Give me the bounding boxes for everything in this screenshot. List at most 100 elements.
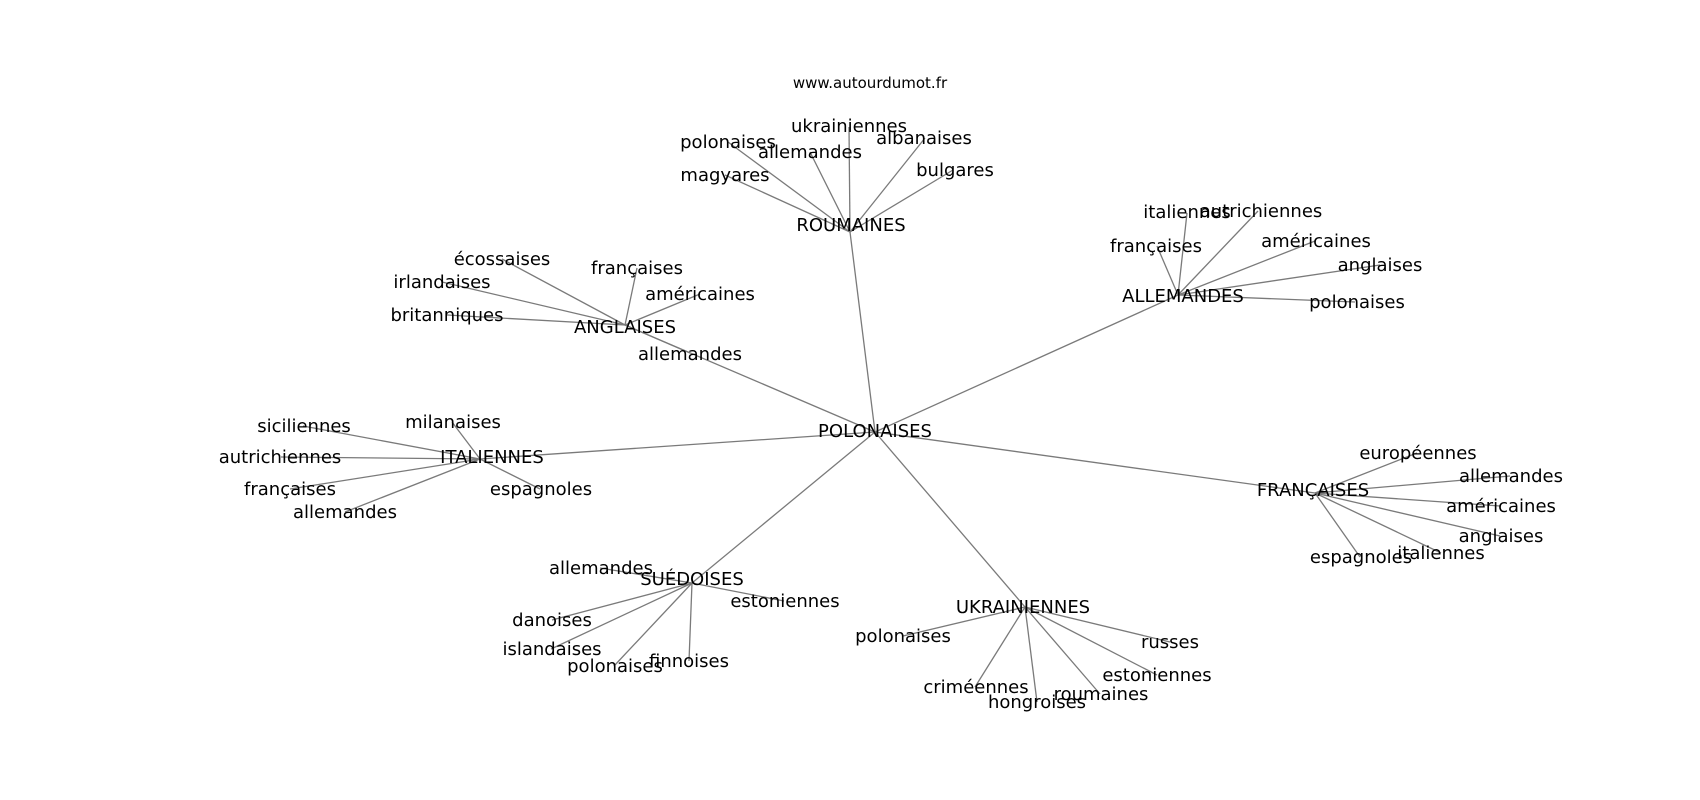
- leaf-node-ukrainiennes-4: hongroises: [988, 692, 1086, 713]
- edge-roumaines-leaf-1: [809, 151, 851, 233]
- leaf-node-italiennes-0: siciliennes: [257, 416, 351, 437]
- edge-center-italiennes: [479, 431, 876, 460]
- watermark: www.autourdumot.fr: [793, 74, 948, 92]
- leaf-node-anglaises-2: britanniques: [390, 305, 503, 326]
- edge-allemandes-leaf-1: [1177, 210, 1259, 296]
- leaf-node-francaises-4: italiennes: [1397, 543, 1484, 564]
- edge-allemandes-leaf-2: [1156, 245, 1179, 296]
- edge-francaises-leaf-2: [1314, 492, 1501, 507]
- leaf-node-roumaines-3: albanaises: [876, 128, 972, 149]
- edge-suedoises-leaf-2: [551, 582, 693, 621]
- leaf-node-suedoises-1: estoniennes: [730, 591, 839, 612]
- hub-node-suedoises: SUÉDOISES: [640, 568, 744, 590]
- edge-francaises-leaf-4: [1314, 492, 1442, 554]
- leaf-node-anglaises-1: irlandaises: [393, 272, 490, 293]
- edge-francaises-leaf-0: [1314, 452, 1418, 494]
- leaf-node-francaises-0: européennes: [1359, 443, 1476, 464]
- edge-francaises-leaf-5: [1314, 492, 1361, 558]
- edge-center-ukrainiennes: [874, 431, 1026, 608]
- leaf-node-suedoises-5: finnoises: [649, 651, 729, 672]
- edge-center-francaises: [874, 431, 1316, 494]
- leaf-node-anglaises-0: écossaises: [454, 249, 551, 270]
- edge-allemandes-leaf-3: [1177, 240, 1316, 296]
- leaf-node-ukrainiennes-1: russes: [1141, 632, 1199, 653]
- leaf-node-italiennes-5: espagnoles: [490, 479, 592, 500]
- edge-ukrainiennes-leaf-1: [1024, 606, 1171, 643]
- edge-allemandes-leaf-4: [1177, 264, 1381, 296]
- hub-node-allemandes: ALLEMANDES: [1122, 286, 1244, 307]
- leaf-node-ukrainiennes-2: estoniennes: [1102, 665, 1211, 686]
- leaf-node-suedoises-3: islandaises: [502, 639, 601, 660]
- edge-anglaises-leaf-4: [624, 293, 701, 326]
- leaf-node-allemandes-2: françaises: [1110, 236, 1202, 257]
- edge-ukrainiennes-leaf-2: [1024, 606, 1158, 676]
- hub-node-roumaines: ROUMAINES: [796, 215, 905, 236]
- leaf-node-roumaines-1: allemandes: [758, 142, 862, 163]
- edge-ukrainiennes-leaf-0: [902, 606, 1026, 637]
- edge-anglaises-leaf-0: [501, 258, 626, 326]
- leaf-node-italiennes-1: milanaises: [405, 412, 501, 433]
- hub-node-ukrainiennes: UKRAINIENNES: [956, 597, 1090, 618]
- edge-ukrainiennes-leaf-5: [974, 606, 1026, 688]
- edge-allemandes-leaf-0: [1177, 212, 1188, 296]
- leaf-node-allemandes-0: italiennes: [1143, 202, 1230, 223]
- leaf-node-francaises-1: allemandes: [1459, 466, 1563, 487]
- leaf-node-anglaises-3: françaises: [591, 258, 683, 279]
- edge-center-roumaines: [849, 231, 876, 433]
- leaf-node-suedoises-4: polonaises: [567, 656, 663, 677]
- edge-center-suedoises: [691, 431, 876, 584]
- edge-anglaises-leaf-3: [624, 267, 638, 326]
- edge-italiennes-leaf-1: [451, 421, 481, 460]
- edge-roumaines-leaf-3: [849, 137, 926, 233]
- hub-node-anglaises: ANGLAISES: [574, 317, 676, 338]
- edge-roumaines-leaf-0: [727, 141, 851, 233]
- edge-suedoises-leaf-5: [688, 582, 693, 662]
- edge-center-allemandes: [874, 294, 1179, 433]
- leaf-node-roumaines-0: polonaises: [680, 132, 776, 153]
- edge-ukrainiennes-leaf-3: [1024, 606, 1101, 695]
- leaf-node-ukrainiennes-5: criméennes: [923, 677, 1028, 698]
- leaf-node-roumaines-4: bulgares: [916, 160, 994, 181]
- leaf-node-italiennes-4: allemandes: [293, 502, 397, 523]
- edge-francaises-leaf-1: [1314, 475, 1511, 494]
- edge-anglaises-leaf-2: [446, 314, 626, 326]
- leaf-node-anglaises-5: allemandes: [638, 344, 742, 365]
- leaf-node-allemandes-3: américaines: [1261, 231, 1371, 252]
- hub-node-francaises: FRANÇAISES: [1257, 480, 1369, 501]
- edge-suedoises-leaf-1: [691, 582, 785, 602]
- edge-suedoises-leaf-0: [599, 567, 693, 584]
- edge-italiennes-leaf-2: [280, 456, 481, 460]
- leaf-node-francaises-2: américaines: [1446, 496, 1556, 517]
- network-edges: [280, 126, 1511, 703]
- hub-node-italiennes: ITALIENNES: [440, 447, 544, 468]
- leaf-node-suedoises-0: allemandes: [549, 558, 653, 579]
- leaf-node-roumaines-2: ukrainiennes: [791, 116, 907, 137]
- leaf-node-allemandes-5: polonaises: [1309, 292, 1405, 313]
- edge-suedoises-leaf-4: [613, 582, 693, 667]
- leaf-node-suedoises-2: danoises: [512, 610, 592, 631]
- edge-allemandes-leaf-5: [1177, 294, 1356, 303]
- edge-anglaises-leaf-5: [624, 324, 691, 354]
- edge-suedoises-leaf-3: [550, 582, 693, 650]
- leaf-node-ukrainiennes-0: polonaises: [855, 626, 951, 647]
- network-labels: POLONAISESROUMAINESpolonaisesallemandesu…: [219, 116, 1563, 713]
- edge-italiennes-leaf-4: [344, 458, 481, 513]
- leaf-node-francaises-5: espagnoles: [1310, 547, 1412, 568]
- leaf-node-anglaises-4: américaines: [645, 284, 755, 305]
- edge-roumaines-leaf-5: [724, 174, 851, 233]
- center-node-label: POLONAISES: [818, 421, 932, 442]
- edge-roumaines-leaf-4: [849, 169, 954, 233]
- edge-roumaines-leaf-2: [848, 126, 851, 233]
- edge-italiennes-leaf-5: [479, 458, 541, 490]
- leaf-node-francaises-3: anglaises: [1459, 526, 1544, 547]
- leaf-node-allemandes-4: anglaises: [1338, 255, 1423, 276]
- edge-francaises-leaf-3: [1314, 492, 1501, 537]
- leaf-node-allemandes-1: autrichiennes: [1200, 201, 1323, 222]
- edge-ukrainiennes-leaf-4: [1024, 606, 1038, 703]
- edge-italiennes-leaf-0: [302, 425, 481, 460]
- leaf-node-ukrainiennes-3: roumaines: [1054, 684, 1149, 705]
- edge-anglaises-leaf-1: [441, 281, 626, 326]
- leaf-node-italiennes-2: autrichiennes: [219, 447, 342, 468]
- leaf-node-roumaines-5: magyares: [680, 165, 769, 186]
